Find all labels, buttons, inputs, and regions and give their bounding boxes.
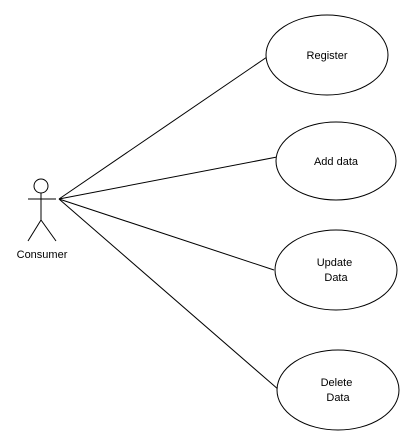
use-case-delete-data-label: Delete Data bbox=[321, 377, 356, 404]
association-delete-data bbox=[58, 198, 280, 391]
associations bbox=[58, 56, 280, 391]
use-case-update-data[interactable]: Update Data bbox=[274, 229, 398, 311]
use-case-register-label: Register bbox=[307, 50, 348, 62]
use-case-update-data-label: Update Data bbox=[317, 257, 356, 284]
actor-head bbox=[33, 178, 49, 194]
use-case-register[interactable]: Register bbox=[265, 14, 389, 96]
use-case-add-data[interactable]: Add data bbox=[275, 121, 397, 201]
use-case-add-data-label: Add data bbox=[314, 156, 359, 168]
association-add-data bbox=[58, 156, 278, 200]
association-register bbox=[58, 56, 268, 200]
actor-leg-right bbox=[40, 219, 57, 242]
actor-leg-left bbox=[27, 219, 42, 242]
association-update-data bbox=[58, 198, 275, 271]
actor-label: Consumer bbox=[17, 249, 68, 261]
use-case-delete-data[interactable]: Delete Data bbox=[276, 349, 400, 431]
actor-consumer[interactable] bbox=[27, 178, 57, 242]
